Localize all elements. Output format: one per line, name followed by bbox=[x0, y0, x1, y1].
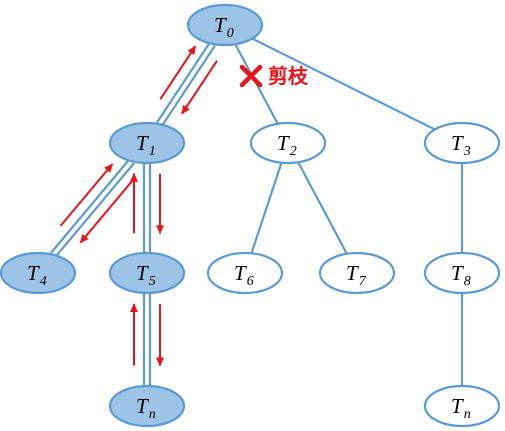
traverse-up-arrow bbox=[59, 163, 114, 227]
edge-T0-T1 bbox=[156, 41, 216, 127]
node-ellipse bbox=[108, 251, 186, 295]
edge-T2-T6 bbox=[250, 162, 283, 254]
traverse-down-arrow bbox=[181, 60, 218, 115]
node-ellipse bbox=[423, 121, 501, 165]
node-label: T2 bbox=[277, 131, 297, 159]
node-T4: T4 bbox=[0, 251, 77, 295]
node-label: T7 bbox=[346, 261, 367, 289]
edge-T2-T7 bbox=[297, 161, 348, 255]
traverse-up-arrow bbox=[159, 45, 197, 100]
node-ellipse bbox=[423, 251, 501, 295]
node-T8: T8 bbox=[423, 251, 501, 295]
node-ellipse bbox=[249, 121, 327, 165]
edge-T1-T5 bbox=[142, 163, 152, 253]
traverse-down-arrow bbox=[79, 180, 134, 244]
node-ellipse bbox=[318, 251, 396, 295]
node-ellipse bbox=[423, 384, 501, 428]
node-T3: T3 bbox=[423, 121, 501, 165]
node-label: T5 bbox=[136, 261, 156, 289]
node-T2: T2 bbox=[249, 121, 327, 165]
node-T6: T6 bbox=[206, 251, 284, 295]
node-label: T6 bbox=[234, 261, 254, 289]
edge-T1-T4 bbox=[50, 158, 135, 258]
edge-T0-T3 bbox=[251, 37, 436, 131]
node-T5: T5 bbox=[108, 251, 186, 295]
prune-marker: 剪枝 bbox=[239, 64, 309, 88]
node-ellipse bbox=[186, 3, 264, 47]
node-label: Tn bbox=[451, 394, 471, 422]
node-Tn_left: Tn bbox=[108, 384, 186, 428]
prune-cross-icon-stroke bbox=[239, 64, 263, 88]
node-ellipse bbox=[206, 251, 284, 295]
node-ellipse bbox=[0, 251, 77, 295]
node-ellipse bbox=[108, 121, 186, 165]
node-label: T0 bbox=[214, 13, 234, 41]
node-label: Tn bbox=[136, 394, 156, 422]
node-ellipse bbox=[108, 384, 186, 428]
node-label: T1 bbox=[136, 131, 156, 159]
edge-T5-Tn_left bbox=[142, 293, 152, 386]
node-Tn_right: Tn bbox=[423, 384, 501, 428]
node-label: T8 bbox=[451, 261, 471, 289]
node-T1: T1 bbox=[108, 121, 186, 165]
node-label: T3 bbox=[451, 131, 471, 159]
node-T0: T0 bbox=[186, 3, 264, 47]
node-T7: T7 bbox=[318, 251, 396, 295]
prune-label: 剪枝 bbox=[268, 64, 309, 88]
node-label: T4 bbox=[27, 261, 47, 289]
